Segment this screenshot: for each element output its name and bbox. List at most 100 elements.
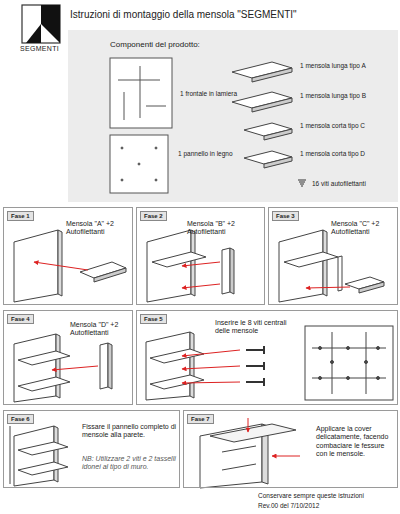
- step5-drawing-part: [146, 332, 190, 400]
- front-sheet-part: [118, 80, 160, 81]
- screw-detail-part: [331, 361, 334, 364]
- step7-drawing-part: [222, 446, 256, 452]
- step6-drawing-part: [54, 426, 58, 482]
- logo-text: SEGMENTI: [20, 45, 59, 53]
- step6-drawing: [10, 426, 68, 486]
- step3-drawing-part: [359, 282, 384, 293]
- step3-drawing: [279, 230, 384, 302]
- step6-drawing-part: [14, 426, 54, 486]
- section-heading: Componenti del prodotto:: [110, 40, 310, 50]
- screw-detail-part: [347, 347, 350, 350]
- screw-detail-part: [305, 326, 393, 400]
- part-name: 1 mensola corta tipo C: [300, 122, 365, 130]
- step3-drawing-part: [306, 287, 350, 288]
- logo: [22, 5, 60, 43]
- step-panel: Fase 4Mensola "D" +2 Autofilettanti: [3, 310, 133, 405]
- wood-panel-part: [138, 163, 140, 165]
- step-panel: Fase 3 Mensola "C" +2 Autofilettanti: [268, 207, 398, 305]
- step1-drawing-part: [94, 268, 126, 282]
- step-note: Inserire le 8 viti centrali delle mensol…: [215, 319, 301, 336]
- wood-panel-part: [155, 179, 157, 181]
- step7-drawing-part: [272, 456, 300, 457]
- step-note: Applicare la cover delicatamente, facend…: [316, 425, 396, 459]
- step3-drawing-part: [323, 230, 327, 296]
- step5-drawing-part: [182, 350, 240, 356]
- components-panel-part: [68, 30, 398, 202]
- screws-part: [246, 381, 264, 383]
- screw-detail-part: [377, 377, 380, 380]
- screw-icon-part: [301, 186, 303, 187]
- step-note: Mensola "D" +2 Autofilettanti: [70, 321, 132, 338]
- step-panel: Fase 5 Inserire le 8 viti centrali delle …: [136, 310, 398, 405]
- step6-drawing-part: [18, 442, 68, 455]
- shelf-icons-part: [252, 98, 292, 112]
- step4-drawing-part: [14, 334, 56, 402]
- screw-detail: [305, 326, 393, 400]
- screw-detail-part: [365, 361, 368, 364]
- front-sheet: [110, 58, 172, 128]
- screw-icon-part: [300, 184, 304, 185]
- step-note: Mensola "A" +2 Autofilettanti: [66, 220, 132, 237]
- part-name: 1 mensola corta tipo D: [300, 150, 365, 158]
- screw-detail-part: [319, 377, 322, 380]
- part-name: 1 pannello in legno: [178, 150, 233, 158]
- step5-drawing-part: [182, 382, 240, 383]
- step5-drawing-part: [182, 366, 240, 369]
- screw-detail-part: [312, 348, 386, 349]
- screw-detail-part: [347, 377, 350, 380]
- step4-drawing-part: [52, 366, 98, 370]
- step-panel: Fase 6Fissare il pannello completo di me…: [3, 410, 180, 488]
- step3-drawing-part: [284, 252, 338, 267]
- footer-note: Conservare sempre queste istruzioni: [258, 492, 364, 500]
- wood-panel: [110, 135, 168, 193]
- step5-drawing: [146, 332, 240, 400]
- screws: [246, 346, 264, 386]
- step5-drawing-part: [150, 349, 204, 363]
- footer-note: Rev.00 del 7/10/2012: [258, 502, 319, 510]
- step-tab: Fase 7: [187, 414, 214, 424]
- step7-drawing-part: [222, 464, 256, 470]
- step-tab: Fase 3: [272, 211, 299, 221]
- part-name: 1 frontale in lamiera: [180, 90, 237, 98]
- logo-part: [41, 5, 60, 43]
- part-name: 16 viti autofilettanti: [312, 180, 366, 188]
- front-sheet-part: [110, 58, 172, 128]
- step-note: NB: Utilizzare 2 viti e 2 tasselli idone…: [82, 455, 178, 472]
- logo-part: [22, 5, 60, 43]
- wood-panel-part: [121, 179, 123, 181]
- wood-panel-part: [155, 147, 157, 149]
- step-panel: Fase 2Mensola "B" +2 Autofilettanti: [136, 207, 265, 305]
- step6-drawing-part: [10, 426, 11, 484]
- shelf-icons: [232, 62, 292, 168]
- front-sheet-part: [146, 106, 166, 107]
- step2-drawing-part: [191, 230, 195, 296]
- step-tab: Fase 5: [140, 314, 167, 324]
- step1-drawing: [14, 230, 126, 302]
- step2-drawing-part: [182, 284, 220, 288]
- step-panel: Fase 1Mensola "A" +2 Autofilettanti: [3, 207, 133, 305]
- part-name: 1 mensola lunga tipo A: [300, 62, 366, 70]
- screw-icon-part: [299, 182, 305, 183]
- screw-detail-part: [319, 347, 322, 350]
- page-title: Istruzioni di montaggio della mensola "S…: [70, 9, 297, 21]
- step5-drawing-part: [150, 375, 204, 389]
- screws-part: [263, 378, 265, 386]
- screw-detail-part: [377, 347, 380, 350]
- step2-drawing-part: [222, 248, 230, 294]
- components-panel: [68, 30, 398, 202]
- step-note: Mensola "C" +2 Autofilettanti: [331, 220, 397, 237]
- step4-drawing-part: [56, 334, 60, 398]
- step4-drawing-part: [100, 343, 108, 389]
- front-sheet-part: [140, 66, 141, 118]
- step7-drawing-part: [248, 418, 249, 432]
- wood-panel-part: [121, 147, 123, 149]
- shelf-icons-part: [252, 68, 292, 82]
- screw-icon-part: [298, 180, 306, 181]
- step4-drawing: [14, 334, 112, 402]
- step7-drawing-part: [210, 424, 296, 442]
- step4-drawing-part: [18, 351, 70, 365]
- step-tab: Fase 6: [7, 414, 34, 424]
- step1-drawing-part: [14, 230, 58, 302]
- step4-drawing-part: [108, 343, 112, 389]
